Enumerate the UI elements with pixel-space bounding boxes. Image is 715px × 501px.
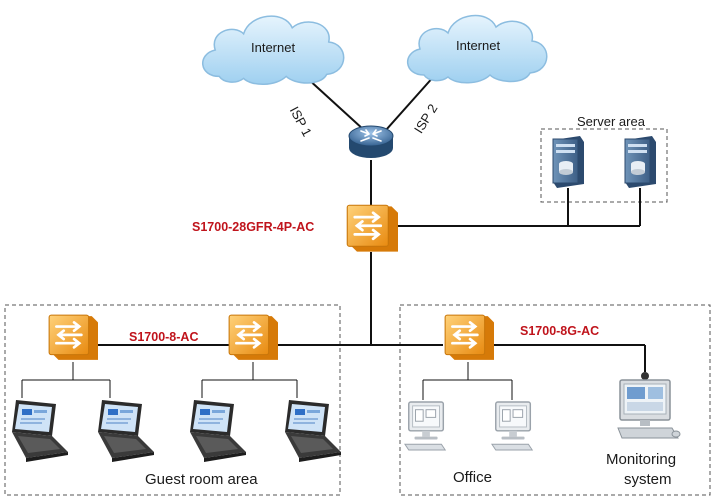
laptop-icon <box>190 400 246 462</box>
guest-switch-model-label: S1700-8-AC <box>129 330 199 344</box>
guest-room-area-box <box>4 304 341 496</box>
internet-label-2: Internet <box>456 38 501 53</box>
desktop-icon <box>404 401 446 451</box>
monitoring-label-line1: Monitoring <box>606 451 677 468</box>
monitoring-computer-icon <box>617 372 681 439</box>
server-area-label: Server area <box>577 114 645 129</box>
link-isp2 <box>385 74 436 131</box>
link-isp1 <box>306 77 365 131</box>
laptop-icon <box>12 400 68 462</box>
monitoring-label-line2: system <box>624 471 672 488</box>
core-switch-icon <box>345 203 398 254</box>
office-label: Office <box>453 469 492 486</box>
guest-switch-1-icon <box>47 313 98 362</box>
router-icon <box>348 125 394 158</box>
server-icon <box>552 136 584 188</box>
guest-switch-2-icon <box>227 313 278 362</box>
guest-room-area-label: Guest room area <box>145 471 258 488</box>
office-switch-icon <box>443 313 494 362</box>
server-icon <box>624 136 656 188</box>
server-area-box <box>540 128 668 203</box>
desktop-icon <box>491 401 533 451</box>
office-switch-model-label: S1700-8G-AC <box>520 324 600 338</box>
internet-label-1: Internet <box>251 40 296 55</box>
laptop-icon <box>98 400 154 462</box>
laptop-icon <box>285 400 341 462</box>
core-switch-model-label: S1700-28GFR-4P-AC <box>192 220 315 234</box>
network-links <box>21 74 646 400</box>
office-area-box <box>399 304 711 496</box>
